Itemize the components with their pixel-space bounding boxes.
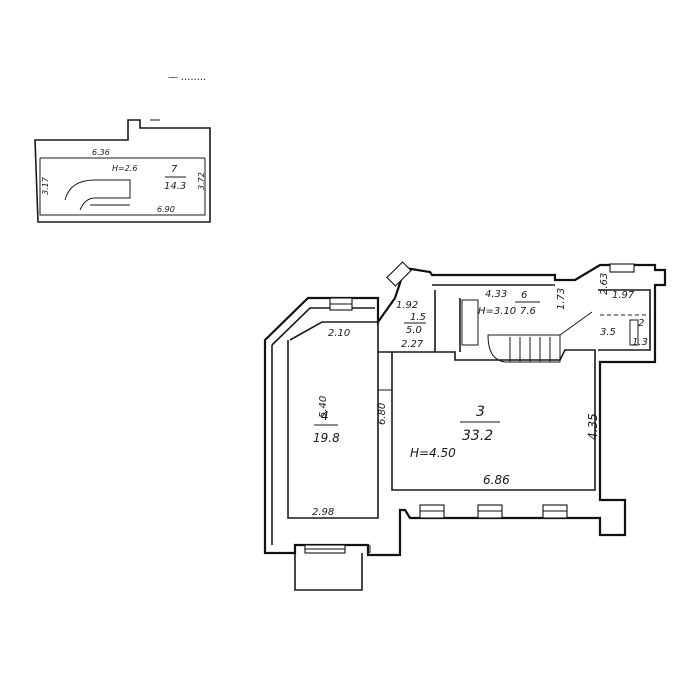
header-scribble: — ........ — [168, 72, 207, 83]
stair-rail — [559, 311, 593, 336]
room6-dim-top: 4.33 — [485, 289, 507, 300]
mezzanine-room-area: 14.3 — [164, 181, 186, 192]
room4-number: 4 — [321, 409, 329, 423]
room3-area: 33.2 — [462, 428, 493, 444]
inner-wall-top-left — [271, 307, 375, 346]
outer-wall — [263, 263, 667, 557]
room3-dim-right: 4.35 — [586, 413, 600, 440]
room2-area2: 1.3 — [632, 337, 648, 348]
mezzanine-outline — [34, 119, 211, 223]
window-room2 — [609, 263, 635, 273]
window-room1 — [386, 261, 412, 287]
door-room3-room4 — [377, 389, 392, 410]
room6-height: H=3.10 — [478, 306, 516, 317]
room6-number: 6 — [521, 290, 527, 301]
room1-dim-top: 1.92 — [396, 300, 418, 311]
room4-walls — [287, 321, 379, 519]
entry-stoop — [294, 553, 363, 591]
window-room3-2 — [477, 504, 503, 519]
room2-fixture — [629, 319, 639, 346]
room6-dim-extra: 2.63 — [599, 273, 610, 295]
room3-walls — [378, 351, 596, 491]
room4-area: 19.8 — [313, 431, 340, 445]
room2-walls — [598, 289, 651, 351]
main-plan — [263, 261, 667, 591]
room3-number: 3 — [476, 404, 485, 420]
mezzanine-stair — [64, 179, 131, 211]
mezzanine-plan: 6.36 H=2.6 7 14.3 3.17 3.72 6.90 — [34, 119, 211, 223]
mezzanine-length-top: 6.36 — [92, 148, 110, 157]
room2-number: 2 — [638, 318, 644, 329]
stair-treads — [509, 337, 551, 362]
window-room3-3 — [542, 504, 568, 519]
room1-area: 1.5 — [410, 312, 426, 323]
room4-dim-bottom: 2.98 — [312, 507, 334, 518]
mezzanine-height: H=2.6 — [112, 164, 137, 173]
room6-dim-right: 1.73 — [556, 288, 567, 310]
room4-dim-right: 6.80 — [377, 403, 388, 425]
mezzanine-width-left: 3.17 — [41, 176, 50, 195]
room2-dim-top: 1.97 — [612, 290, 635, 301]
mezzanine-inner-walls — [39, 158, 206, 216]
bathtub — [461, 299, 479, 346]
stair-room6 — [487, 334, 561, 363]
room4-dim-left: 5.40 — [318, 396, 329, 418]
mezzanine-room-number: 7 — [171, 164, 178, 175]
room3-dim-bottom: 6.86 — [483, 473, 510, 487]
room2-area: 3.5 — [600, 327, 616, 338]
room1-area2: 5.0 — [406, 325, 422, 336]
room6-area: 7.6 — [520, 306, 536, 317]
window-room3-1 — [419, 504, 445, 519]
mezzanine-width-right: 3.72 — [197, 172, 206, 190]
room4-dim-top: 2.10 — [328, 328, 350, 339]
room3-height: H=4.50 — [410, 446, 456, 460]
room1-dim-bottom: 2.27 — [401, 339, 424, 350]
mezzanine-length-bottom: 6.90 — [157, 205, 175, 214]
room-labels: 2.10 5.40 4 19.8 6.80 2.98 3 33.2 H=4.50… — [312, 273, 648, 518]
